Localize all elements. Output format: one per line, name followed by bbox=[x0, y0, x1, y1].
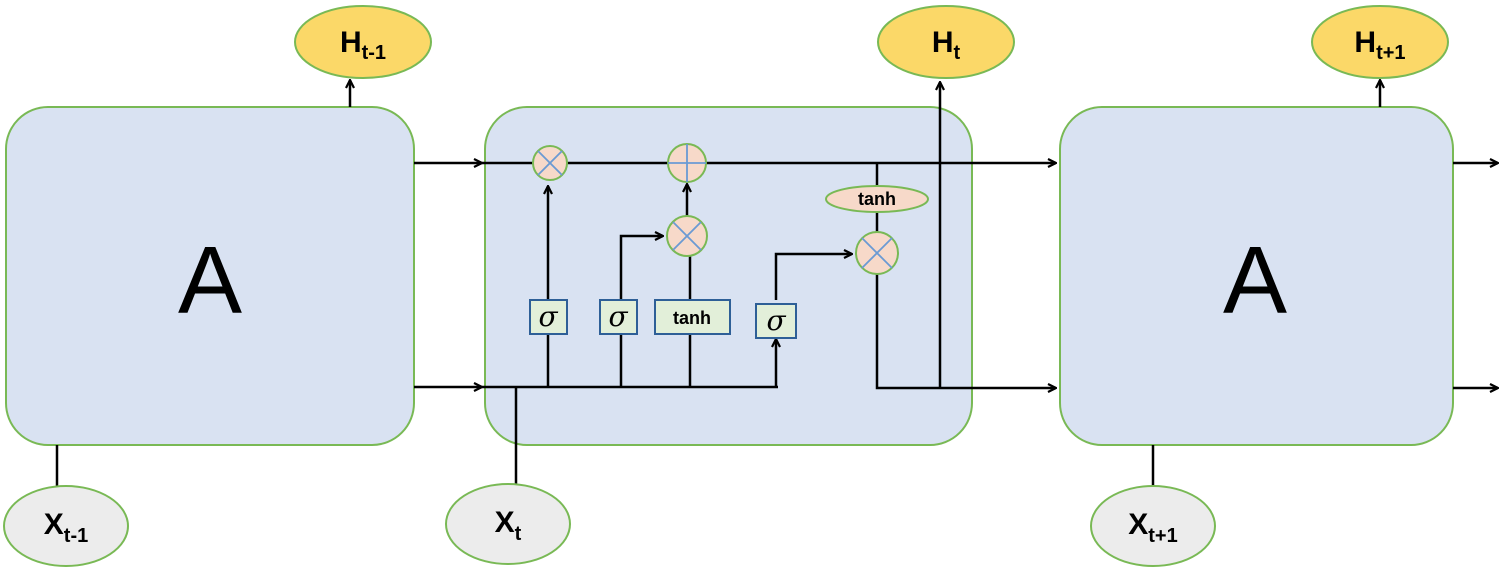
candidate-gate-label: tanh bbox=[673, 308, 711, 328]
output-current-main: H bbox=[932, 26, 954, 59]
output-prev-main: H bbox=[340, 26, 362, 59]
output-multiply-icon bbox=[855, 231, 899, 275]
cell-prev bbox=[5, 106, 415, 446]
input-gate: σ bbox=[599, 299, 638, 335]
svg-text:Ht-1: Ht-1 bbox=[340, 26, 386, 64]
hidden-state-out-arrow bbox=[875, 274, 1056, 388]
output-gate: σ bbox=[755, 303, 797, 339]
forget-gate: σ bbox=[529, 299, 568, 335]
output-gate-to-multiply-arrow bbox=[774, 254, 852, 300]
svg-text:Xt-1: Xt-1 bbox=[44, 508, 88, 547]
input-prev-sub: t-1 bbox=[64, 525, 88, 547]
output-next-main: H bbox=[1354, 26, 1376, 59]
input-current-sub: t bbox=[515, 523, 522, 545]
input-current-main: X bbox=[495, 506, 515, 539]
input-node-next: Xt+1 bbox=[1090, 485, 1216, 567]
cell-tanh-label: tanh bbox=[858, 189, 896, 209]
output-current-sub: t bbox=[954, 42, 961, 64]
input-node-current: Xt bbox=[445, 483, 571, 565]
cell-next-label: A bbox=[1223, 227, 1287, 334]
output-gate-label: σ bbox=[766, 304, 786, 337]
output-next-sub: t+1 bbox=[1376, 42, 1405, 64]
output-prev-sub: t-1 bbox=[362, 42, 386, 64]
input-next-sub: t+1 bbox=[1148, 525, 1177, 547]
svg-text:Xt: Xt bbox=[495, 506, 522, 545]
forget-gate-label: σ bbox=[538, 300, 558, 333]
output-node-current: Ht bbox=[877, 5, 1015, 79]
input-node-prev: Xt-1 bbox=[3, 485, 129, 567]
cell-prev-label: A bbox=[178, 227, 242, 334]
svg-text:Ht: Ht bbox=[932, 26, 961, 64]
input-multiply-icon bbox=[666, 215, 708, 257]
input-prev-main: X bbox=[44, 508, 64, 541]
output-node-prev: Ht-1 bbox=[294, 5, 432, 79]
svg-text:Ht+1: Ht+1 bbox=[1354, 26, 1405, 64]
add-icon bbox=[667, 143, 707, 183]
cell-next bbox=[1059, 106, 1454, 446]
forget-multiply-icon bbox=[532, 145, 568, 181]
input-gate-to-multiply-arrow bbox=[619, 236, 663, 300]
output-node-next: Ht+1 bbox=[1311, 5, 1449, 79]
cell-tanh-node: tanh bbox=[825, 185, 929, 213]
input-gate-label: σ bbox=[608, 300, 628, 333]
candidate-gate: tanh bbox=[654, 299, 731, 335]
svg-text:Xt+1: Xt+1 bbox=[1128, 508, 1177, 547]
input-next-main: X bbox=[1128, 508, 1148, 541]
